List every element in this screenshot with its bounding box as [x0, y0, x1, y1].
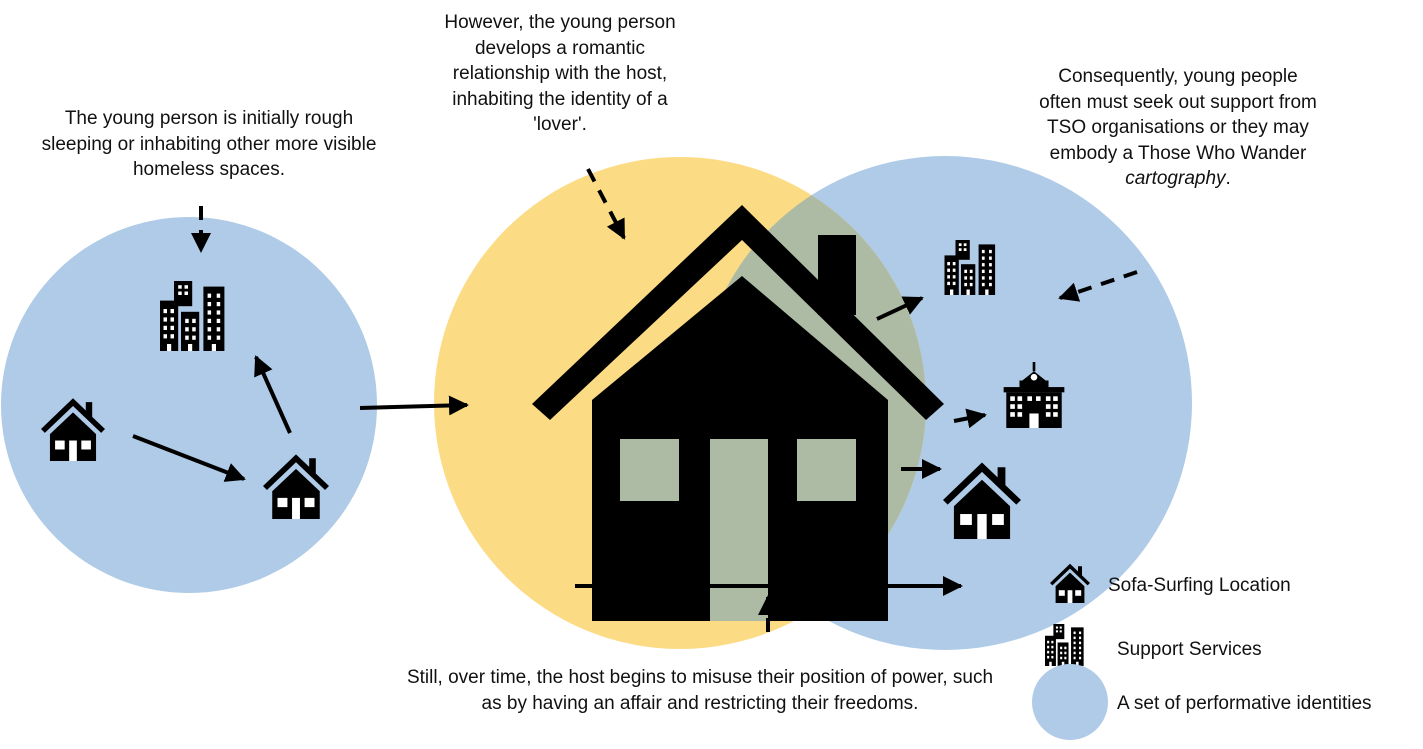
arrow — [254, 355, 292, 434]
arrow — [953, 408, 987, 429]
annotation-consequently: Consequently, young people often must se… — [1038, 64, 1318, 192]
arrow — [132, 434, 246, 482]
annotation-pointer — [586, 168, 626, 240]
annotation-initial: The young person is initially rough slee… — [41, 108, 377, 180]
legend-label-sofa: Sofa-Surfing Location — [1108, 575, 1291, 596]
annotation-emphasis: cartography — [1125, 168, 1226, 189]
arrow — [876, 296, 924, 321]
legend-buildings-icon — [1045, 624, 1084, 666]
legend-identity-circle — [1032, 664, 1108, 740]
left-identity-circle — [1, 217, 377, 593]
legend-label-support: Support Services — [1117, 639, 1262, 660]
annotation-pointer — [1058, 270, 1138, 302]
host-house-icon — [532, 205, 944, 621]
annotation-misuse: Still, over time, the host begins to mis… — [406, 667, 994, 714]
annotation-consequently-text: Consequently, young people often must se… — [1039, 66, 1317, 164]
arrow — [359, 395, 469, 416]
legend-label-identity: A set of performative identities — [1117, 693, 1372, 714]
annotation-lover: However, the young person develops a rom… — [444, 12, 676, 135]
annotation-period: . — [1225, 168, 1231, 189]
